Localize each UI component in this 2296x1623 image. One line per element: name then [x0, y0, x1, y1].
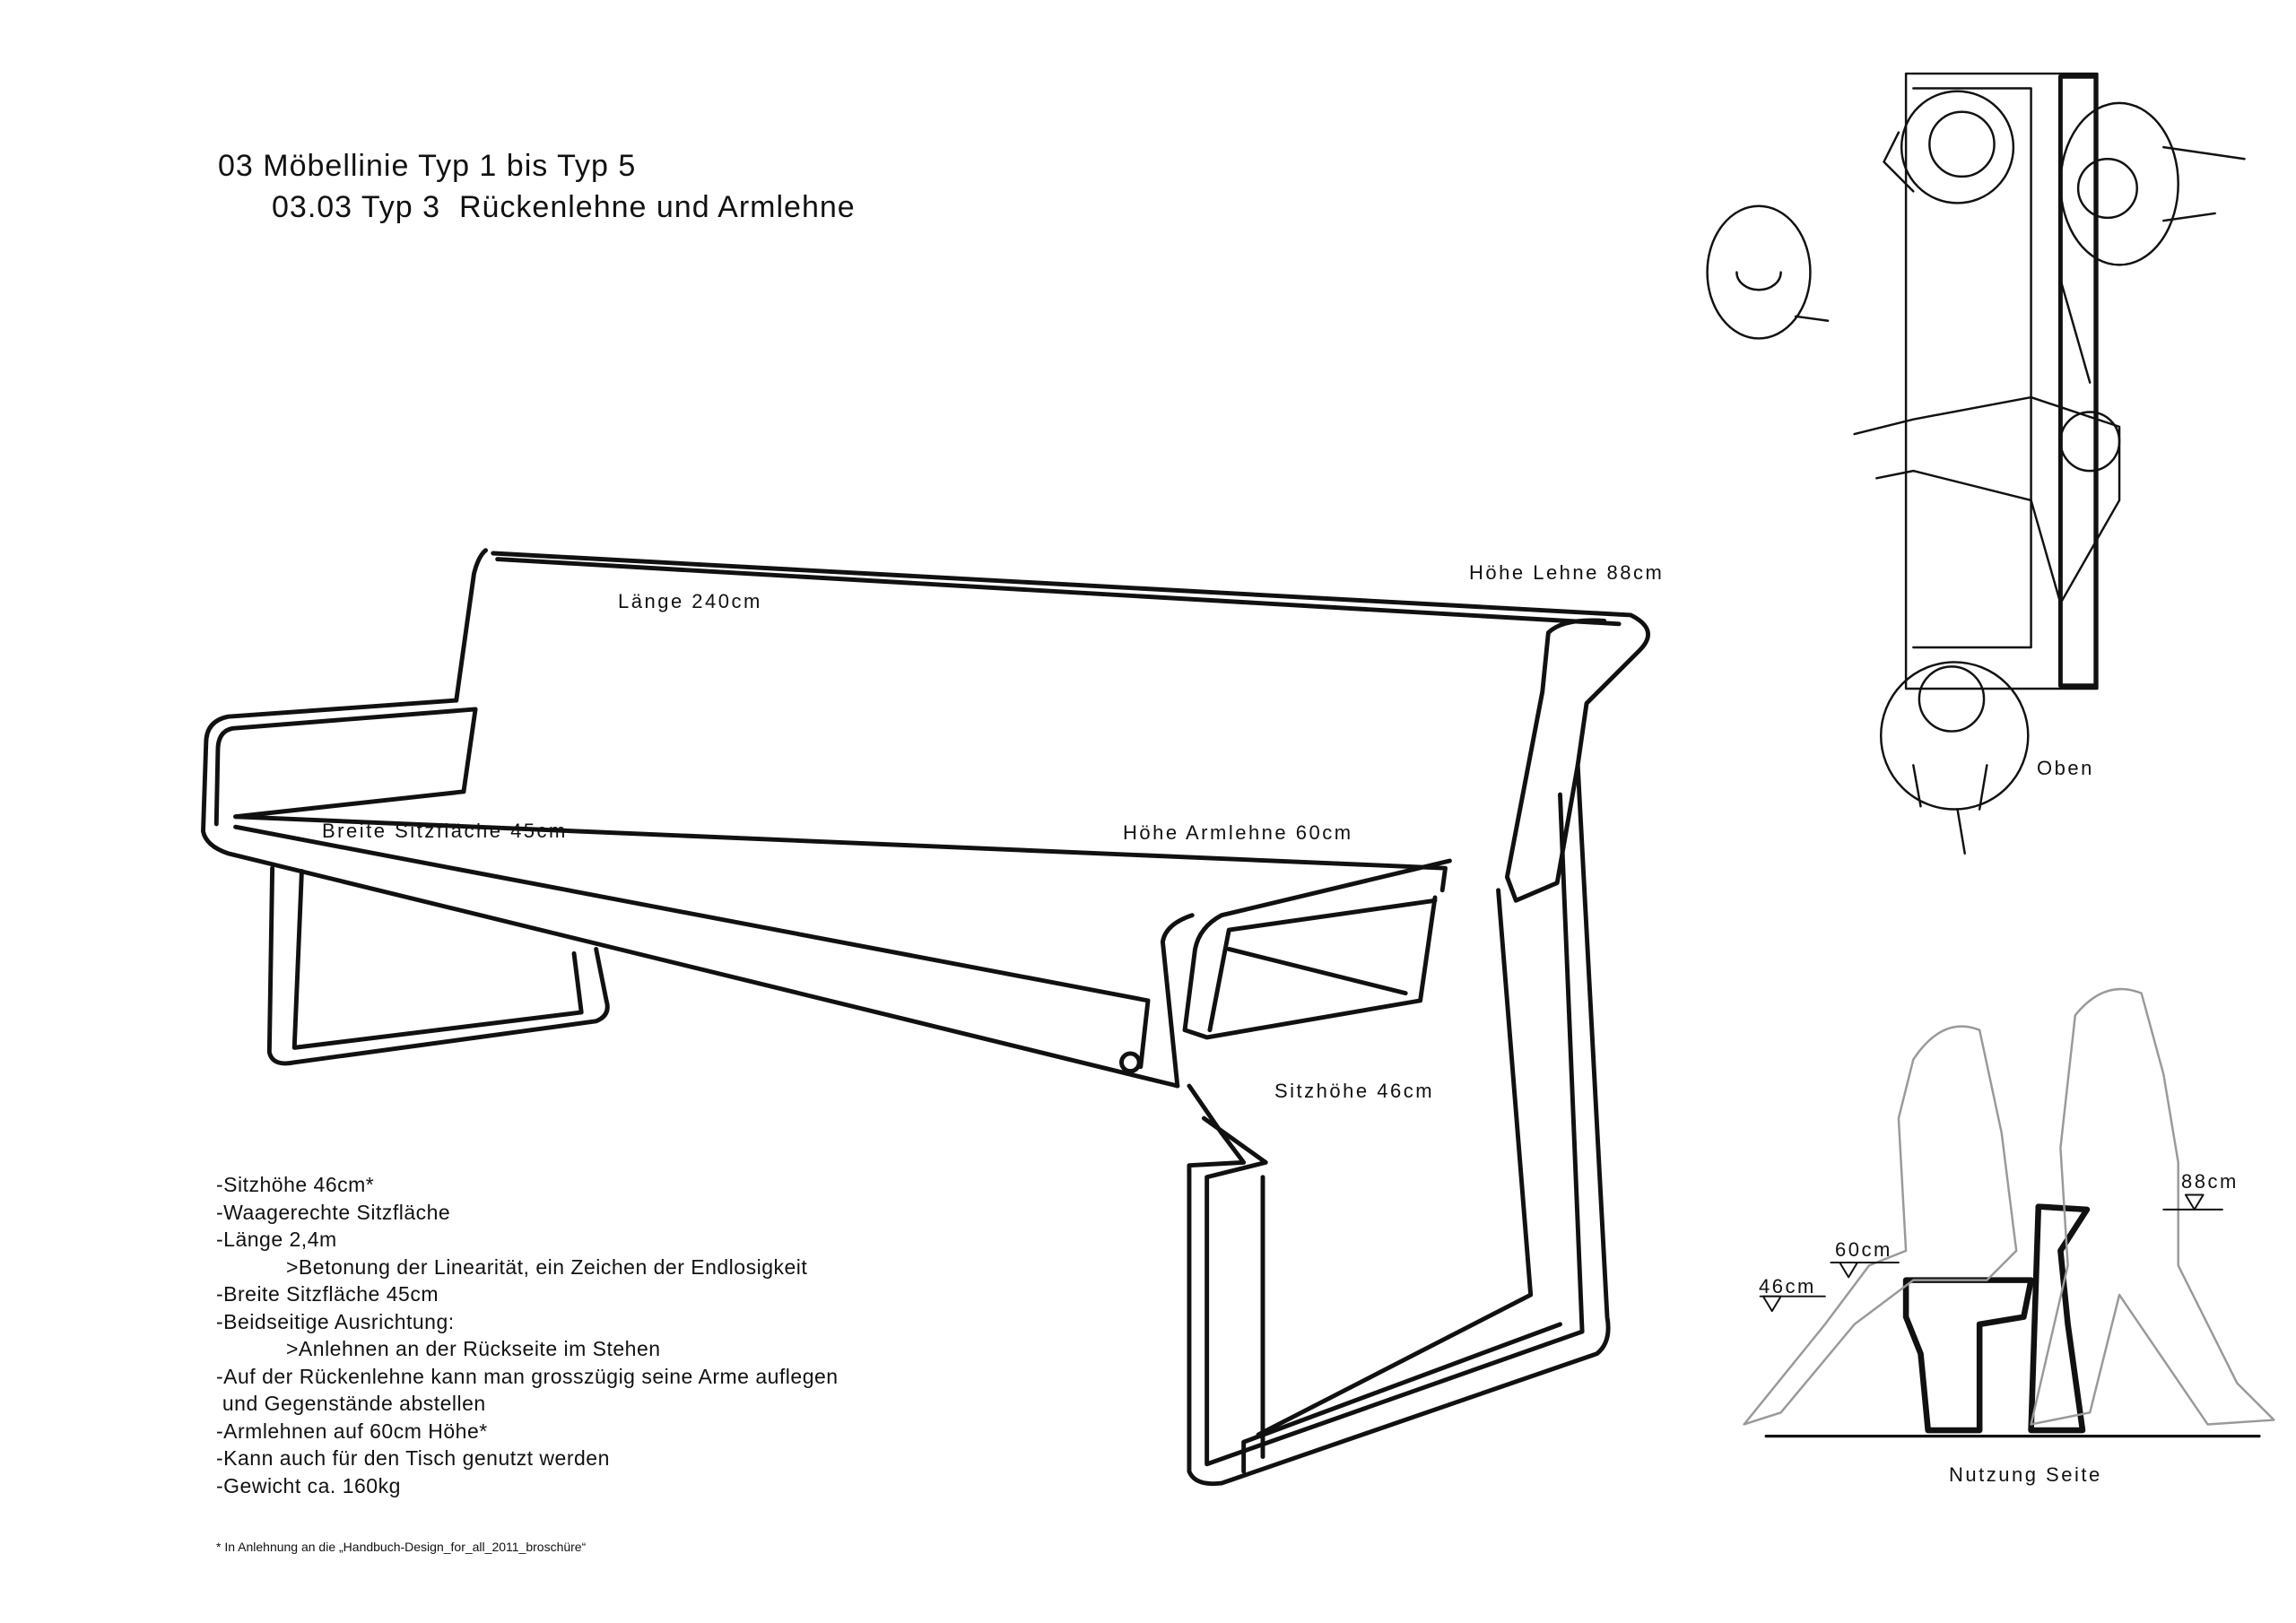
feature-item: und Gegenstände abstellen [216, 1392, 486, 1415]
page-subtitle: 03.03 Typ 3 Rückenlehne und Armlehne [272, 190, 856, 224]
person-plan-5 [1879, 661, 2030, 855]
label-armrest-height: Höhe Armlehne 60cm [1123, 821, 1353, 844]
person-side-standing [2030, 987, 2275, 1426]
page-title: 03 Möbellinie Typ 1 bis Typ 5 [218, 149, 637, 183]
label-seat-width: Breite Sitzfläche 45cm [322, 820, 568, 842]
side-view-caption: Nutzung Seite [1949, 1463, 2102, 1486]
feature-item: -Länge 2,4m [216, 1228, 337, 1251]
bench-perspective-drawing [201, 548, 1650, 1487]
plan-view-drawing [1706, 72, 2246, 855]
feature-item: >Betonung der Linearität, ein Zeichen de… [286, 1254, 808, 1279]
feature-item: -Breite Sitzfläche 45cm [216, 1282, 439, 1306]
label-length: Länge 240cm [618, 590, 762, 612]
side-view-drawing [1743, 987, 2275, 1438]
plan-view-caption: Oben [2037, 757, 2094, 779]
side-label-60: 60cm [1835, 1238, 1892, 1261]
footnote: * In Anlehnung an die „Handbuch-Design_f… [216, 1540, 587, 1554]
feature-item: >Anlehnen an der Rückseite im Stehen [286, 1337, 661, 1360]
person-plan-1 [1883, 90, 2015, 204]
feature-item: -Auf der Rückenlehne kann man grosszügig… [216, 1364, 839, 1388]
feature-list: -Sitzhöhe 46cm* -Waagerechte Sitzfläche … [216, 1171, 839, 1499]
person-plan-2 [2059, 101, 2246, 266]
person-plan-3 [1706, 204, 1830, 340]
feature-item: -Gewicht ca. 160kg [216, 1473, 401, 1497]
side-label-88: 88cm [2181, 1170, 2239, 1193]
feature-item: -Waagerechte Sitzfläche [216, 1200, 451, 1224]
person-plan-4 [1853, 278, 2121, 605]
feature-item: -Beidseitige Ausrichtung: [216, 1309, 455, 1333]
side-label-46: 46cm [1759, 1275, 1816, 1298]
label-seat-height: Sitzhöhe 46cm [1274, 1080, 1435, 1102]
feature-item: -Armlehnen auf 60cm Höhe* [216, 1419, 488, 1443]
feature-item: -Kann auch für den Tisch genutzt werden [216, 1446, 610, 1470]
feature-item: -Sitzhöhe 46cm* [216, 1173, 375, 1196]
label-backrest-height: Höhe Lehne 88cm [1469, 561, 1665, 584]
person-side-sitting [1743, 1025, 2018, 1426]
